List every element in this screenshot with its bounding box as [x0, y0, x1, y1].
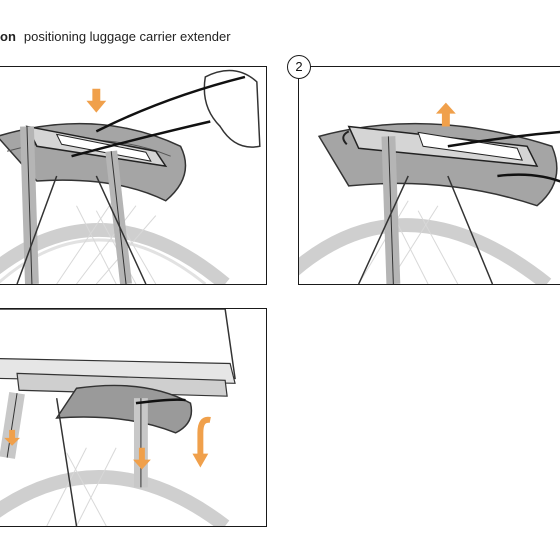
- illustration-panel-1: [0, 66, 267, 285]
- down-arrow-icon: [132, 447, 151, 470]
- illustration-panel-3: [0, 308, 267, 527]
- heading-prefix: on: [0, 29, 16, 44]
- carrier-illustration-1: [0, 69, 261, 284]
- curved-down-arrow-icon: [192, 453, 209, 468]
- up-arrow-icon: [435, 102, 456, 127]
- step-number-badge: 2: [287, 55, 311, 79]
- instruction-heading: on positioning luggage carrier extender: [0, 29, 231, 44]
- illustration-panel-2: [298, 66, 560, 285]
- carrier-illustration-3: [0, 309, 236, 526]
- heading-title: positioning luggage carrier extender: [23, 29, 231, 44]
- carrier-illustration-2: [299, 102, 560, 284]
- down-arrow-icon: [4, 429, 21, 446]
- down-arrow-icon: [86, 88, 107, 113]
